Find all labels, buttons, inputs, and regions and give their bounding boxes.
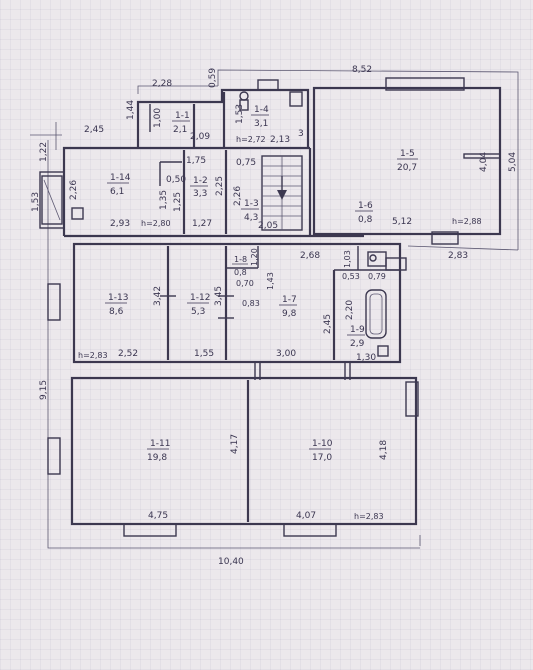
room-label-1-5-area: 20,7: [397, 163, 417, 173]
room-label-1-6-area: 0,8: [358, 215, 373, 225]
dim-2-28: 2,28: [152, 79, 172, 89]
dimension-lines: [30, 69, 519, 549]
room-label-1-3-id: 1-3: [244, 199, 259, 209]
room-label-1-6-id: 1-6: [358, 201, 373, 211]
dim-1-00: 1,00: [153, 108, 163, 128]
dim-3-00: 3,00: [276, 349, 296, 359]
room-label-1-7-area: 9,8: [282, 309, 297, 319]
dim-5-04: 5,04: [508, 152, 518, 172]
dim-0-79: 0,79: [368, 272, 386, 281]
room-label-1-8-area: 0,8: [234, 268, 247, 277]
dim-2-45b: 2,45: [323, 314, 333, 334]
dim-0-83: 0,83: [242, 299, 260, 308]
dim-1-35: 1,35: [159, 190, 169, 210]
dim-2-09: 2,09: [190, 132, 210, 142]
dim-1-20: 1,20: [250, 248, 259, 266]
room-label-1-4-id: 1-4: [254, 105, 269, 115]
room-label-1-1-id: 1-1: [175, 111, 190, 121]
dim-9-15: 9,15: [39, 380, 49, 400]
room-label-1-5-id: 1-5: [400, 149, 415, 159]
dim-1-53a: 1,53: [235, 104, 245, 124]
dim-0-50: 0,50: [166, 175, 186, 185]
porch-outline: [39, 171, 84, 229]
dim-2-25: 2,25: [215, 176, 225, 196]
dim-0-75: 0,75: [236, 158, 256, 168]
dim-3-45: 3,45: [214, 286, 224, 306]
dim-3-42: 3,42: [153, 286, 163, 306]
dim-1-43: 1,43: [266, 272, 275, 290]
dim-3: 3: [298, 129, 304, 139]
dim-1-30: 1,30: [356, 353, 376, 363]
dim-1-27: 1,27: [192, 219, 212, 229]
room-label-1-1-area: 2,1: [173, 125, 187, 135]
dim-1-55: 1,55: [194, 349, 214, 359]
room-label-1-14-area: 6,1: [110, 187, 124, 197]
room-labels: 1-1 2,1 1-2 3,3 1-3 4,3 1-4 3,1 1-5 20,7…: [105, 105, 418, 463]
dim-2-20: 2,20: [345, 300, 355, 320]
dim-10-40: 10,40: [218, 557, 244, 567]
room-label-1-7-id: 1-7: [282, 295, 297, 305]
dim-2-26a: 2,26: [69, 180, 79, 200]
room-label-1-2-id: 1-2: [193, 176, 208, 186]
dim-1-75: 1,75: [186, 156, 206, 166]
height-h5: h=2,83: [354, 512, 384, 521]
room-label-1-9-area: 2,9: [350, 339, 365, 349]
room-label-1-12-area: 5,3: [191, 307, 205, 317]
dim-2-45a: 2,45: [84, 125, 104, 135]
dim-5-12: 5,12: [392, 217, 412, 227]
height-h1: h=2,72: [236, 135, 266, 144]
room-label-1-11-area: 19,8: [147, 453, 167, 463]
dim-0-59: 0,59: [208, 68, 218, 88]
dim-2-13: 2,13: [270, 135, 290, 145]
dim-0-70: 0,70: [236, 279, 254, 288]
height-h3: h=2,88: [452, 217, 482, 226]
window-markers: [47, 77, 501, 537]
dim-1-44: 1,44: [126, 100, 136, 120]
room-label-1-14-id: 1-14: [110, 173, 131, 183]
room-label-1-10-area: 17,0: [312, 453, 332, 463]
dim-0-53: 0,53: [342, 272, 360, 281]
room-label-1-4-area: 3,1: [254, 119, 268, 129]
plumbing-fixtures: [239, 91, 389, 357]
staircase: [261, 155, 303, 231]
dim-2-26b: 2,26: [233, 186, 243, 206]
dim-4-04: 4,04: [479, 152, 489, 172]
room-label-1-11-id: 1-11: [150, 439, 170, 449]
dim-4-07: 4,07: [296, 511, 316, 521]
bathtub: [365, 289, 387, 339]
dim-8-52: 8,52: [352, 65, 372, 75]
dim-2-93: 2,93: [110, 219, 130, 229]
room-label-1-9-id: 1-9: [350, 325, 365, 335]
dim-4-18: 4,18: [379, 440, 389, 460]
room-label-1-13-id: 1-13: [108, 293, 128, 303]
dim-4-75: 4,75: [148, 511, 168, 521]
dimension-labels-vertical: 0,59 1,44 1,00 1,53 1,22 1,53 2,26 1,35 …: [31, 68, 518, 460]
dim-1-03: 1,03: [343, 250, 352, 268]
walls: [62, 86, 502, 526]
dimension-labels: 8,52 2,28 2,09 2,13 3 2,45 1,75 0,75 0,5…: [84, 65, 468, 567]
dim-4-17: 4,17: [230, 434, 240, 454]
ceiling-heights: h=2,72 h=2,80 h=2,88 h=2,83 h=2,83: [78, 135, 482, 521]
room-label-1-12-id: 1-12: [190, 293, 210, 303]
room-label-1-10-id: 1-10: [312, 439, 333, 449]
dim-1-25: 1,25: [173, 192, 183, 212]
height-h2: h=2,80: [141, 219, 171, 228]
dim-1-53b: 1,53: [31, 192, 41, 212]
height-h4: h=2,83: [78, 351, 108, 360]
dim-2-83a: 2,83: [448, 251, 468, 261]
dim-2-05: 2,05: [258, 221, 278, 231]
dim-2-68: 2,68: [300, 251, 320, 261]
room-label-1-13-area: 8,6: [109, 307, 124, 317]
dim-2-52: 2,52: [118, 349, 138, 359]
room-label-1-3-area: 4,3: [244, 213, 258, 223]
room-label-1-8-id: 1-8: [234, 255, 247, 264]
room-label-1-2-area: 3,3: [193, 189, 207, 199]
dim-1-22: 1,22: [39, 142, 49, 162]
